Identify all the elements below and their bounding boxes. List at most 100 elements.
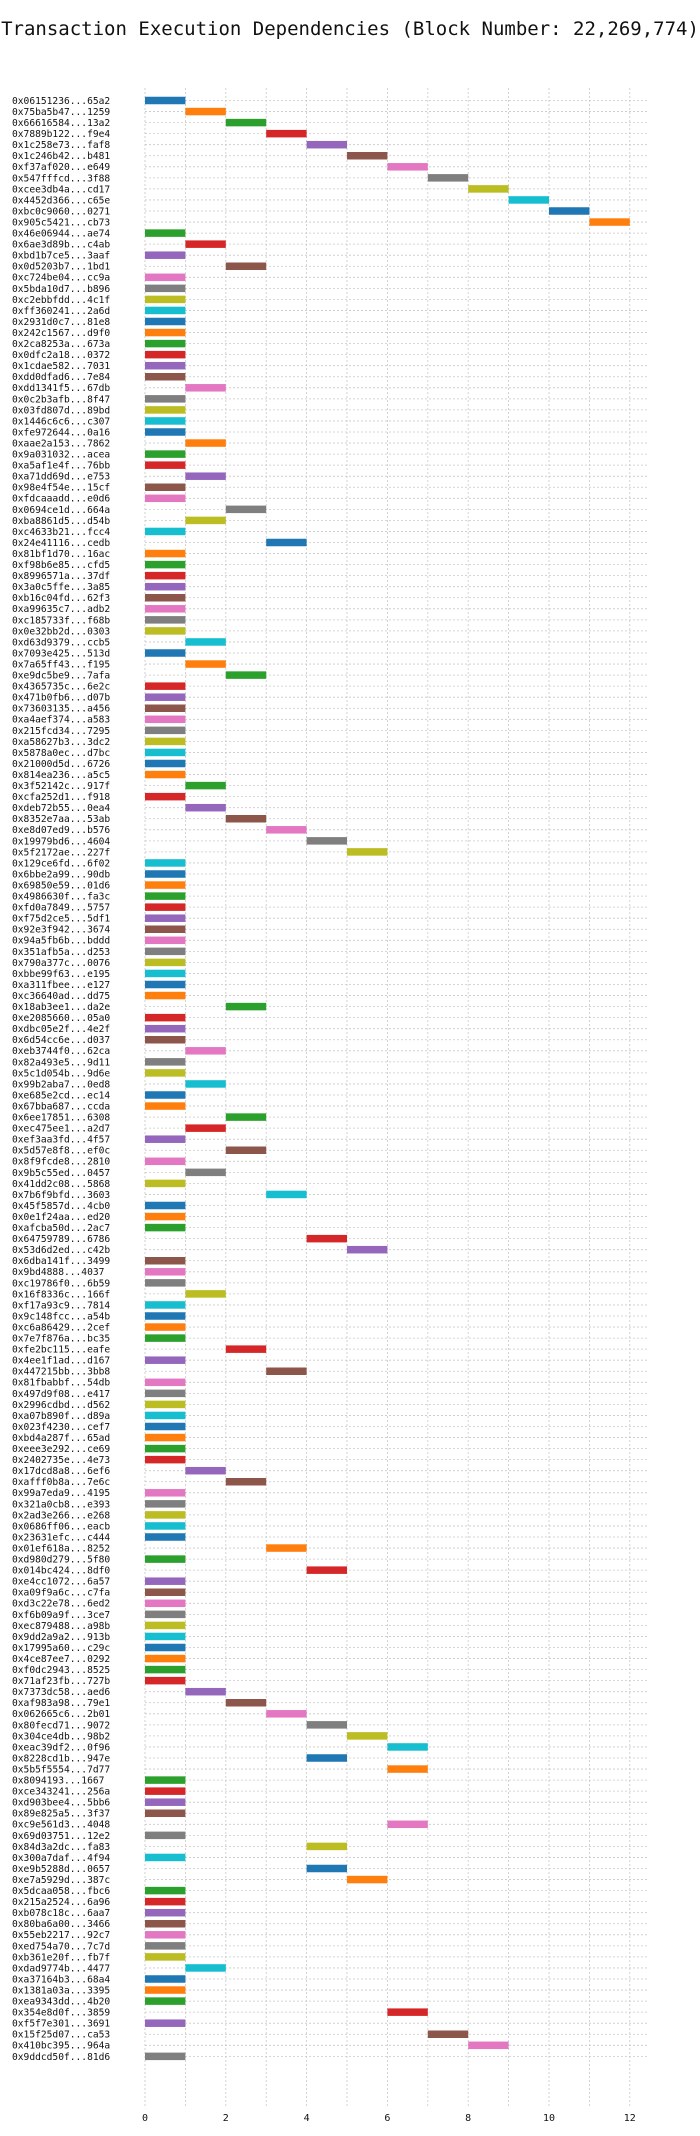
y-tick-label: 0xfdcaaadd...e0d6	[12, 494, 110, 505]
y-tick-label: 0x69850e59...01d6	[12, 880, 110, 891]
transaction-bar	[266, 1190, 307, 1199]
y-tick-label: 0x45f5857d...4cb0	[12, 1201, 110, 1212]
chart-title: Transaction Execution Dependencies (Bloc…	[1, 18, 699, 40]
y-tick-label: 0x1446c6c6...c307	[12, 416, 110, 427]
transaction-bar	[145, 417, 186, 425]
transaction-bar	[145, 903, 186, 911]
transaction-bar	[306, 1842, 347, 1851]
transaction-bar	[145, 1069, 186, 1077]
transaction-bar	[145, 1886, 186, 1895]
transaction-bar	[145, 549, 186, 558]
y-tick-label: 0xfe972644...0a16	[12, 427, 110, 438]
y-tick-label: 0xbbe99f63...e195	[12, 969, 110, 980]
transaction-bar	[185, 1290, 226, 1298]
y-tick-label: 0x0dfc2a18...0372	[12, 350, 110, 361]
y-tick-label: 0x80ba6a00...3466	[12, 1919, 110, 1930]
transaction-bar	[145, 273, 186, 282]
y-tick-label: 0x46e06944...ae74	[12, 229, 110, 240]
y-tick-label: 0x92e3f942...3674	[12, 925, 110, 936]
transaction-bar	[145, 1577, 186, 1585]
y-tick-label: 0xf98b6e85...cfd5	[12, 560, 110, 571]
transaction-bar	[145, 1334, 186, 1342]
transaction-bar	[145, 1212, 186, 1221]
y-tick-label: 0x41dd2c08...5868	[12, 1179, 110, 1190]
y-tick-label: 0x16f8336c...166f	[12, 1289, 110, 1300]
transaction-bar	[145, 1942, 186, 1950]
y-tick-label: 0x447215bb...3bb8	[12, 1367, 110, 1378]
y-tick-label: 0x4365735c...6e2c	[12, 682, 110, 693]
transaction-bar	[145, 881, 186, 889]
y-tick-label: 0xed754a70...7c7d	[12, 1941, 110, 1952]
y-tick-label: 0x062665c6...2b01	[12, 1709, 110, 1720]
x-tick-label: 4	[304, 2113, 310, 2124]
y-tick-label: 0x9ddcd50f...81d6	[12, 2052, 110, 2063]
y-tick-label: 0xc724be04...cc9a	[12, 273, 110, 284]
y-tick-label: 0xbd4a287f...65ad	[12, 1433, 110, 1444]
y-tick-label: 0x0e32bb2d...0303	[12, 626, 110, 637]
y-tick-label: 0x5bda10d7...b896	[12, 284, 110, 295]
y-tick-label: 0x2931d0c7...81e8	[12, 317, 110, 328]
transaction-bar	[145, 914, 186, 922]
transaction-bar	[145, 450, 186, 458]
transaction-bar	[145, 229, 186, 237]
transaction-bar	[468, 2041, 509, 2050]
y-tick-label: 0x06151236...65a2	[12, 96, 110, 107]
transaction-bar	[145, 1920, 186, 1928]
transaction-bar	[145, 1157, 186, 1166]
y-tick-label: 0x354e8d0f...3859	[12, 2008, 110, 2019]
y-tick-label: 0x84d3a2dc...fa83	[12, 1842, 110, 1853]
transaction-bar	[145, 1323, 186, 1331]
y-tick-label: 0xf6b09a9f...3ce7	[12, 1610, 110, 1621]
transaction-bar	[145, 1422, 186, 1431]
y-tick-label: 0x5dcaa058...fbc6	[12, 1886, 110, 1897]
transaction-bar	[347, 1732, 388, 1740]
transaction-bar	[145, 693, 186, 701]
y-tick-label: 0xa07b890f...d89a	[12, 1411, 110, 1422]
transaction-bar	[225, 118, 267, 127]
y-tick-label: 0x5c1d054b...9d6e	[12, 1068, 110, 1079]
y-tick-label: 0xcee3db4a...cd17	[12, 184, 110, 195]
transaction-bar	[145, 1897, 186, 1906]
transaction-bar	[145, 571, 186, 580]
y-tick-label: 0xa4aef374...a583	[12, 715, 110, 726]
transaction-bar	[145, 461, 186, 469]
y-tick-label: 0x2ad3e266...e268	[12, 1510, 110, 1521]
y-tick-label: 0x5878a0ec...d7bc	[12, 748, 110, 759]
y-tick-label: 0x19979bd6...4604	[12, 836, 110, 847]
transaction-bar	[225, 1699, 267, 1707]
y-tick-label: 0xc36640ad...dd75	[12, 991, 110, 1002]
y-tick-label: 0x905c5421...cb73	[12, 217, 110, 228]
transaction-bar	[225, 262, 267, 270]
y-tick-label: 0x6d54cc6e...d037	[12, 1035, 110, 1046]
transaction-bar	[145, 373, 186, 381]
y-tick-label: 0x15f25d07...ca53	[12, 2030, 110, 2041]
y-tick-label: 0x17995a60...c29c	[12, 1643, 110, 1654]
y-tick-label: 0xe685e2cd...ec14	[12, 1090, 110, 1101]
transaction-bar	[185, 803, 226, 812]
transaction-bar	[145, 627, 186, 635]
y-tick-label: 0x18ab3ee1...da2e	[12, 1002, 110, 1013]
y-tick-label: 0x9dd2a9a2...913b	[12, 1632, 110, 1643]
y-tick-label: 0x81bf1d70...16ac	[12, 549, 110, 560]
x-tick-label: 12	[624, 2113, 636, 2124]
y-tick-label: 0x7373dc58...aed6	[12, 1687, 110, 1698]
y-tick-label: 0xeac39df2...0f96	[12, 1742, 110, 1753]
y-tick-label: 0x1c258e73...faf8	[12, 140, 110, 151]
transaction-bar	[145, 1444, 186, 1453]
y-tick-label: 0x73603135...a456	[12, 704, 110, 715]
transaction-bar	[225, 1345, 267, 1353]
y-tick-label: 0x89e825a5...3f37	[12, 1809, 110, 1820]
y-tick-label: 0x94a5fb6b...bddd	[12, 936, 110, 947]
transaction-bar	[145, 1931, 186, 1939]
y-tick-label: 0xb361e20f...fb7f	[12, 1952, 110, 1963]
y-tick-label: 0x7b6f9bfd...3603	[12, 1190, 110, 1201]
y-tick-label: 0x71af23fb...727b	[12, 1676, 110, 1687]
transaction-bar	[145, 770, 186, 779]
transaction-bar	[145, 350, 186, 359]
transaction-bar	[145, 1908, 186, 1917]
transaction-bar	[427, 2030, 469, 2038]
y-tick-label: 0xdad9774b...4477	[12, 1963, 110, 1974]
y-tick-label: 0xec879488...a98b	[12, 1621, 110, 1632]
transaction-bar	[145, 991, 186, 1000]
y-tick-label: 0x80fecd71...9072	[12, 1720, 110, 1731]
